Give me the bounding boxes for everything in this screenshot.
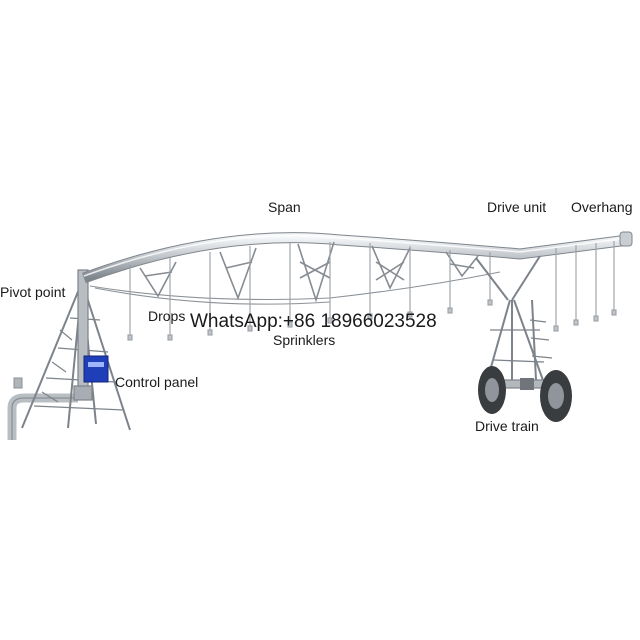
pivot-point-label: Pivot point bbox=[0, 284, 66, 300]
pivot-tower bbox=[21, 269, 131, 431]
drive-wheels bbox=[478, 366, 572, 422]
whatsapp-watermark: WhatsApp:+86 18966023528 bbox=[190, 311, 437, 332]
span-label: Span bbox=[268, 199, 301, 215]
inlet-pipe bbox=[7, 377, 78, 440]
drops-label: Drops bbox=[148, 308, 186, 324]
control-panel-box bbox=[83, 355, 109, 383]
drive-unit-label: Drive unit bbox=[487, 199, 547, 215]
drive-train-label: Drive train bbox=[475, 418, 539, 434]
control-panel-label: Control panel bbox=[115, 374, 199, 390]
sprinklers-label: Sprinklers bbox=[273, 332, 336, 348]
overhang-label: Overhang bbox=[571, 199, 633, 215]
sprinkler-drops bbox=[127, 241, 617, 341]
truss-rods bbox=[89, 271, 501, 305]
main-pipeline bbox=[82, 231, 633, 284]
